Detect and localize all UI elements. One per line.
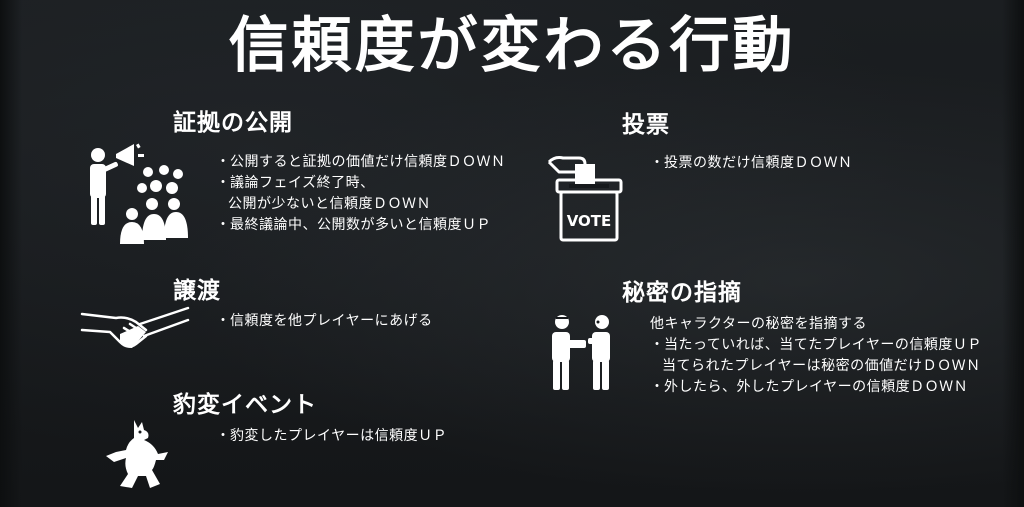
ballot-box-icon: VOTE bbox=[545, 150, 625, 246]
list-item: ・当たっていれば、当てたプレイヤーの信頼度ＵＰ bbox=[650, 337, 982, 353]
right-vignette bbox=[1002, 0, 1024, 507]
list-item: ・議論フェイズ終了時、 bbox=[216, 175, 375, 191]
list-item: 当てられたプレイヤーは秘密の価値だけＤＯＷＮ bbox=[662, 358, 981, 374]
list-item: ・外したら、外したプレイヤーの信頼度ＤＯＷＮ bbox=[650, 379, 969, 395]
heading-transfer: 譲渡 bbox=[173, 278, 221, 304]
heading-transform-event: 豹変イベント bbox=[173, 392, 317, 418]
list-item: ・豹変したプレイヤーは信頼度ＵＰ bbox=[216, 428, 448, 444]
list-item: 公開が少ないと信頼度ＤＯＷＮ bbox=[228, 196, 431, 212]
two-people-icon bbox=[544, 312, 624, 392]
heading-vote: 投票 bbox=[622, 112, 670, 138]
megaphone-crowd-icon bbox=[80, 140, 192, 248]
transfer-list: ・信頼度を他プレイヤーにあげる bbox=[216, 311, 433, 332]
list-item: ・投票の数だけ信頼度ＤＯＷＮ bbox=[650, 155, 853, 171]
evidence-public-list: ・公開すると証拠の価値だけ信頼度ＤＯＷＮ ・議論フェイズ終了時、 公開が少ないと… bbox=[216, 152, 506, 236]
slide-title: 信頼度が変わる行動 bbox=[228, 11, 796, 81]
heading-evidence-public: 証拠の公開 bbox=[173, 110, 293, 136]
vote-list: ・投票の数だけ信頼度ＤＯＷＮ bbox=[650, 153, 853, 174]
point-secret-list: 他キャラクターの秘密を指摘する ・当たっていれば、当てたプレイヤーの信頼度ＵＰ … bbox=[650, 314, 982, 398]
list-item: ・信頼度を他プレイヤーにあげる bbox=[216, 313, 433, 329]
transform-list: ・豹変したプレイヤーは信頼度ＵＰ bbox=[216, 426, 447, 447]
handshake-icon bbox=[80, 304, 192, 352]
left-vignette bbox=[0, 0, 22, 507]
list-item: ・最終議論中、公開数が多いと信頼度ＵＰ bbox=[216, 217, 491, 233]
werewolf-icon bbox=[104, 418, 174, 490]
heading-point-secret: 秘密の指摘 bbox=[622, 280, 742, 306]
vote-label: VOTE bbox=[567, 212, 612, 230]
list-item: ・公開すると証拠の価値だけ信頼度ＤＯＷＮ bbox=[216, 154, 506, 170]
point-secret-intro: 他キャラクターの秘密を指摘する bbox=[650, 316, 867, 332]
